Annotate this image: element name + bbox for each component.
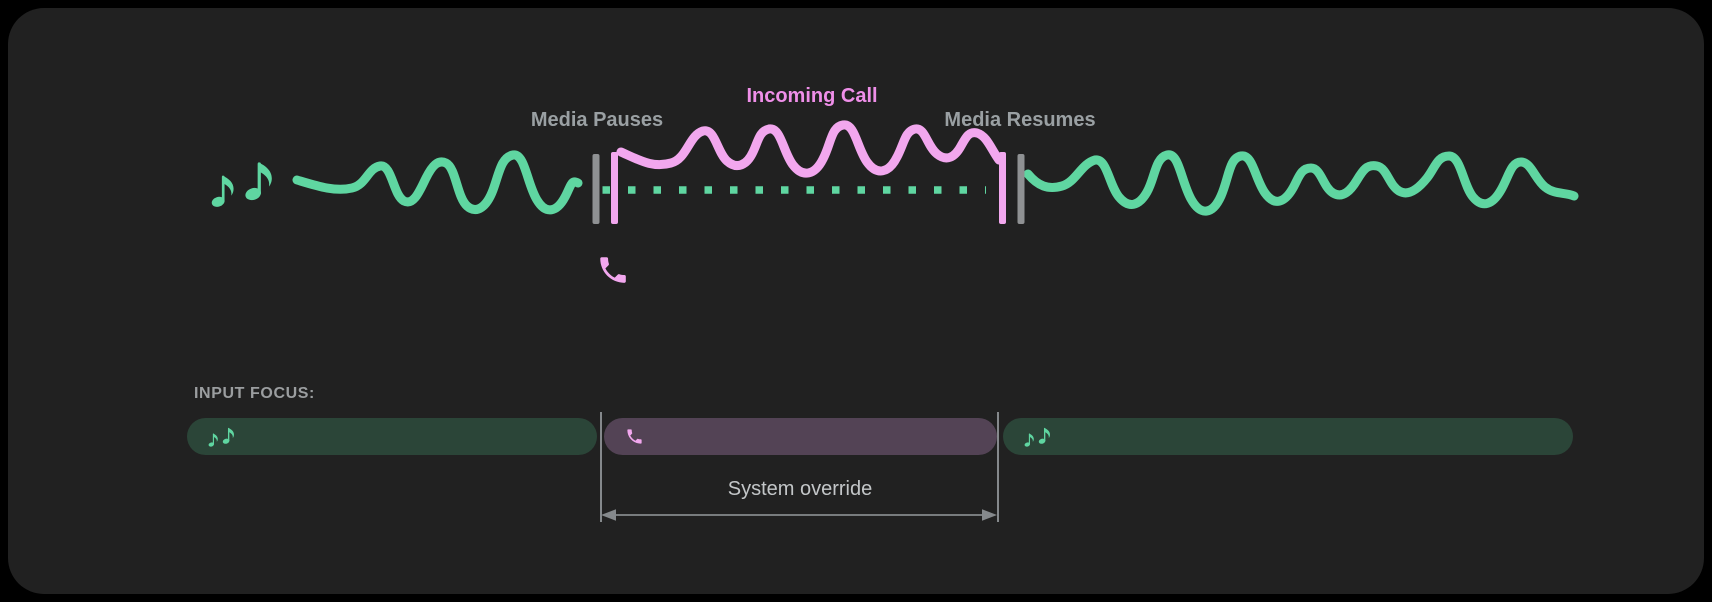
call-wave (616, 120, 1004, 178)
music-notes-icon (210, 162, 271, 208)
media-pauses-label: Media Pauses (530, 109, 664, 131)
override-bracket-right (997, 412, 999, 522)
incoming-call-label: Incoming Call (746, 85, 878, 107)
focus-bar-call (604, 418, 997, 455)
media-pause-markers (592, 152, 618, 224)
phone-icon (627, 429, 642, 444)
input-focus-heading: INPUT FOCUS: (194, 385, 315, 402)
focus-bar-media-after (1003, 418, 1573, 455)
phone-icon (600, 257, 626, 283)
diagram-panel (8, 8, 1704, 594)
waveform-graphic (0, 120, 1579, 283)
override-bracket-left (600, 412, 602, 522)
system-override-label: System override (727, 478, 873, 500)
focus-bar-media-before (187, 418, 597, 455)
system-override-arrow (601, 509, 997, 521)
media-wave-after (1023, 150, 1579, 216)
music-notes-icon (1024, 426, 1051, 447)
media-resumes-label: Media Resumes (944, 109, 1096, 131)
media-wave-before (292, 150, 583, 215)
music-notes-icon (208, 426, 235, 447)
media-resume-markers (999, 152, 1025, 224)
